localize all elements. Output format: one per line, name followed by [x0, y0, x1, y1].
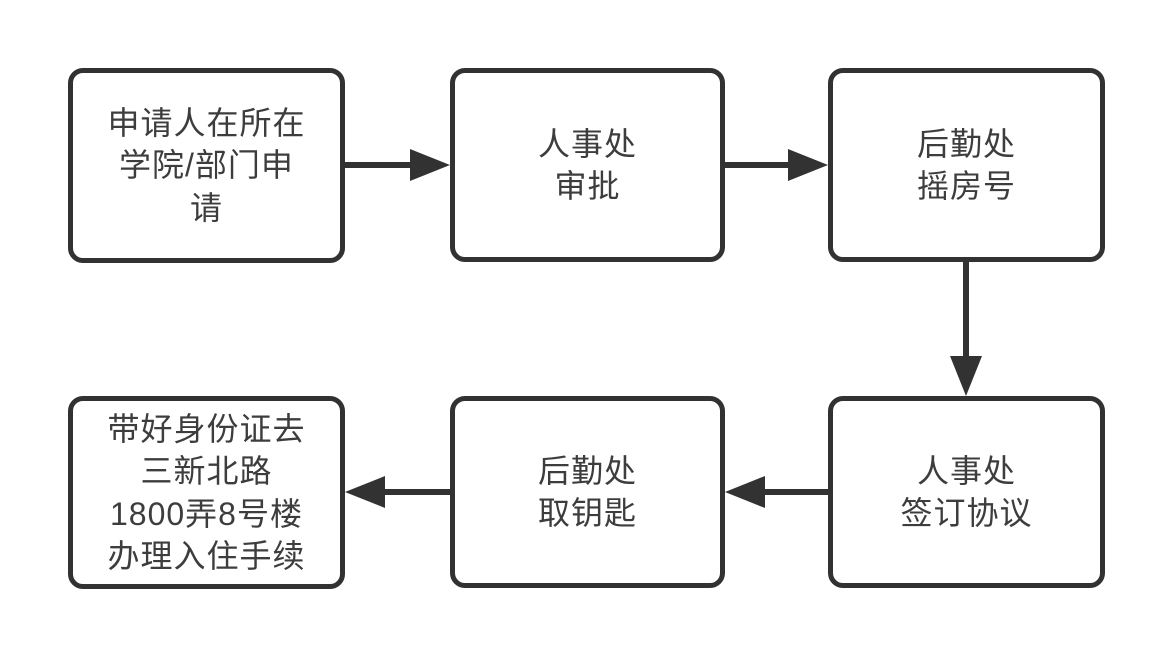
arrow-hr-agreement-to-logistics-key	[725, 476, 828, 508]
node-checkin: 带好身份证去 三新北路 1800弄8号楼 办理入住手续	[68, 396, 345, 589]
arrow-hr-approval-to-logistics-lottery	[725, 149, 828, 181]
node-logistics-key: 后勤处 取钥匙	[450, 396, 725, 588]
node-apply: 申请人在所在 学院/部门申 请	[68, 68, 345, 263]
node-apply-label: 申请人在所在 学院/部门申 请	[107, 105, 306, 226]
node-hr-approval: 人事处 审批	[450, 68, 725, 262]
node-checkin-label: 带好身份证去 三新北路 1800弄8号楼 办理入住手续	[107, 411, 306, 574]
node-logistics-lottery: 后勤处 摇房号	[828, 68, 1105, 262]
node-hr-agreement: 人事处 签订协议	[828, 396, 1105, 588]
arrow-logistics-key-to-checkin	[345, 476, 450, 508]
arrow-apply-to-hr-approval	[345, 149, 450, 181]
node-hr-approval-label: 人事处 审批	[537, 125, 637, 204]
node-hr-agreement-label: 人事处 签订协议	[900, 452, 1033, 531]
arrow-logistics-lottery-to-hr-agreement	[950, 262, 982, 396]
node-logistics-lottery-label: 后勤处 摇房号	[916, 125, 1016, 204]
node-logistics-key-label: 后勤处 取钥匙	[537, 452, 637, 531]
